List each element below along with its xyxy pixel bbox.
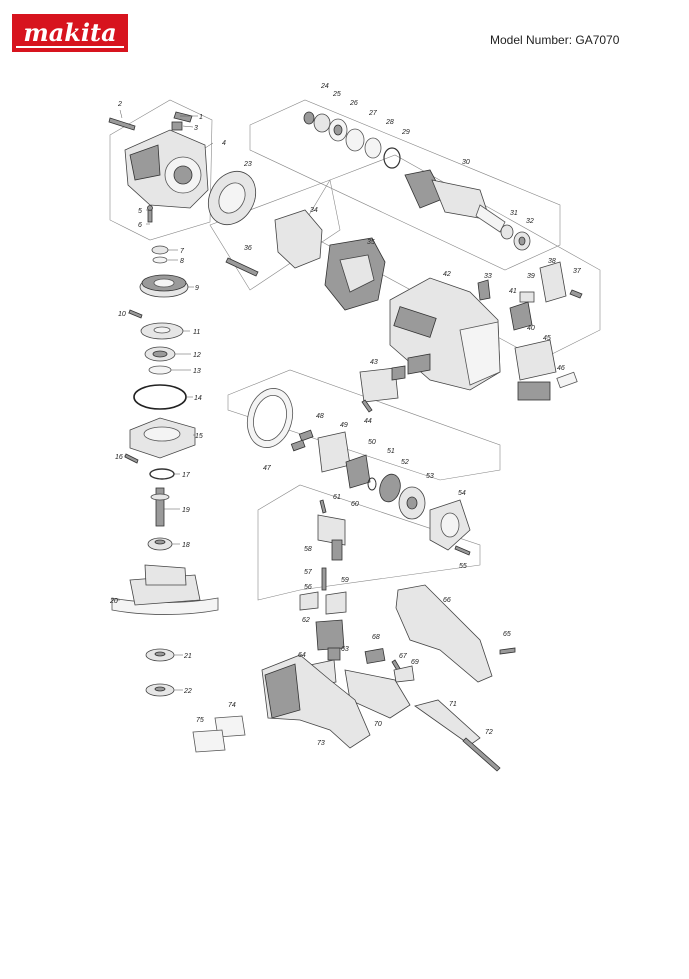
callout-58: 58: [304, 546, 312, 553]
callout-36: 36: [244, 245, 252, 252]
callout-67: 67: [399, 653, 408, 660]
lock-button-assembly: [299, 499, 347, 687]
callout-29: 29: [401, 129, 410, 136]
callout-40: 40: [527, 325, 535, 332]
callout-2: 2: [117, 101, 122, 108]
callout-25: 25: [332, 91, 341, 98]
callout-43: 43: [370, 359, 378, 366]
callout-72: 72: [485, 729, 493, 736]
makita-logo: makita: [12, 14, 128, 52]
callout-54: 54: [458, 490, 466, 497]
callout-50: 50: [368, 439, 376, 446]
callout-16: 16: [115, 454, 123, 461]
callout-24: 24: [320, 83, 329, 90]
callout-52: 52: [401, 459, 409, 466]
callout-37: 37: [573, 268, 582, 275]
callout-labels: 1 2 3 4 5 6 7 8 9 10 11 12 13 14 15 16 1…: [109, 83, 582, 747]
callout-59: 59: [341, 577, 349, 584]
model-number: Model Number: GA7070: [490, 33, 620, 47]
callout-49: 49: [340, 422, 348, 429]
callout-47: 47: [263, 465, 272, 472]
callout-74: 74: [228, 702, 236, 709]
callout-11: 11: [193, 329, 200, 336]
leader-lines: [112, 109, 214, 691]
callout-46: 46: [557, 365, 565, 372]
callout-35: 35: [367, 239, 375, 246]
callout-57: 57: [304, 569, 313, 576]
callout-13: 13: [193, 368, 201, 375]
callout-20: 20: [109, 598, 118, 605]
callout-51: 51: [387, 448, 395, 455]
callout-31: 31: [510, 210, 518, 217]
callout-6: 6: [138, 222, 142, 229]
callout-33: 33: [484, 273, 492, 280]
callout-60: 60: [351, 501, 359, 508]
gear-housing-assembly: [108, 111, 219, 697]
callout-62: 62: [302, 617, 310, 624]
callout-39: 39: [527, 273, 535, 280]
callout-10: 10: [118, 311, 126, 318]
callout-34: 34: [310, 207, 318, 214]
motor-assembly: [207, 111, 583, 413]
callout-56: 56: [304, 584, 312, 591]
callout-18: 18: [182, 542, 190, 549]
callout-15: 15: [195, 433, 203, 440]
callout-21: 21: [183, 653, 192, 660]
callout-8: 8: [180, 258, 184, 265]
callout-9: 9: [195, 285, 199, 292]
callout-44: 44: [364, 418, 372, 425]
callout-1: 1: [199, 114, 203, 121]
callout-41: 41: [509, 288, 517, 295]
callout-28: 28: [385, 119, 394, 126]
callout-5: 5: [138, 208, 142, 215]
callout-22: 22: [183, 688, 192, 695]
callout-26: 26: [349, 100, 358, 107]
callout-75: 75: [196, 717, 204, 724]
callout-14: 14: [194, 395, 202, 402]
callout-53: 53: [426, 473, 434, 480]
front-cover-assembly: [246, 388, 471, 556]
callout-69: 69: [411, 659, 419, 666]
handle-assembly: [192, 584, 516, 772]
callout-19: 19: [182, 507, 190, 514]
callout-61: 61: [333, 494, 341, 501]
callout-45: 45: [543, 335, 551, 342]
callout-63: 63: [341, 646, 349, 653]
callout-68: 68: [372, 634, 380, 641]
callout-3: 3: [194, 125, 198, 132]
callout-23: 23: [243, 161, 252, 168]
callout-73: 73: [317, 740, 325, 747]
callout-70: 70: [374, 721, 382, 728]
group-outlines: [109, 99, 601, 601]
callout-64: 64: [298, 652, 306, 659]
callout-27: 27: [368, 110, 378, 117]
callout-17: 17: [182, 472, 191, 479]
callout-32: 32: [526, 218, 534, 225]
callout-42: 42: [443, 271, 451, 278]
callout-4: 4: [222, 140, 226, 147]
svg-text:makita: makita: [23, 18, 116, 47]
callout-71: 71: [449, 701, 457, 708]
callout-12: 12: [193, 352, 201, 359]
callout-38: 38: [548, 258, 556, 265]
callout-66: 66: [443, 597, 451, 604]
callout-55: 55: [459, 563, 467, 570]
callout-7: 7: [180, 248, 185, 255]
callout-65: 65: [503, 631, 511, 638]
callout-48: 48: [316, 413, 324, 420]
callout-30: 30: [462, 159, 470, 166]
